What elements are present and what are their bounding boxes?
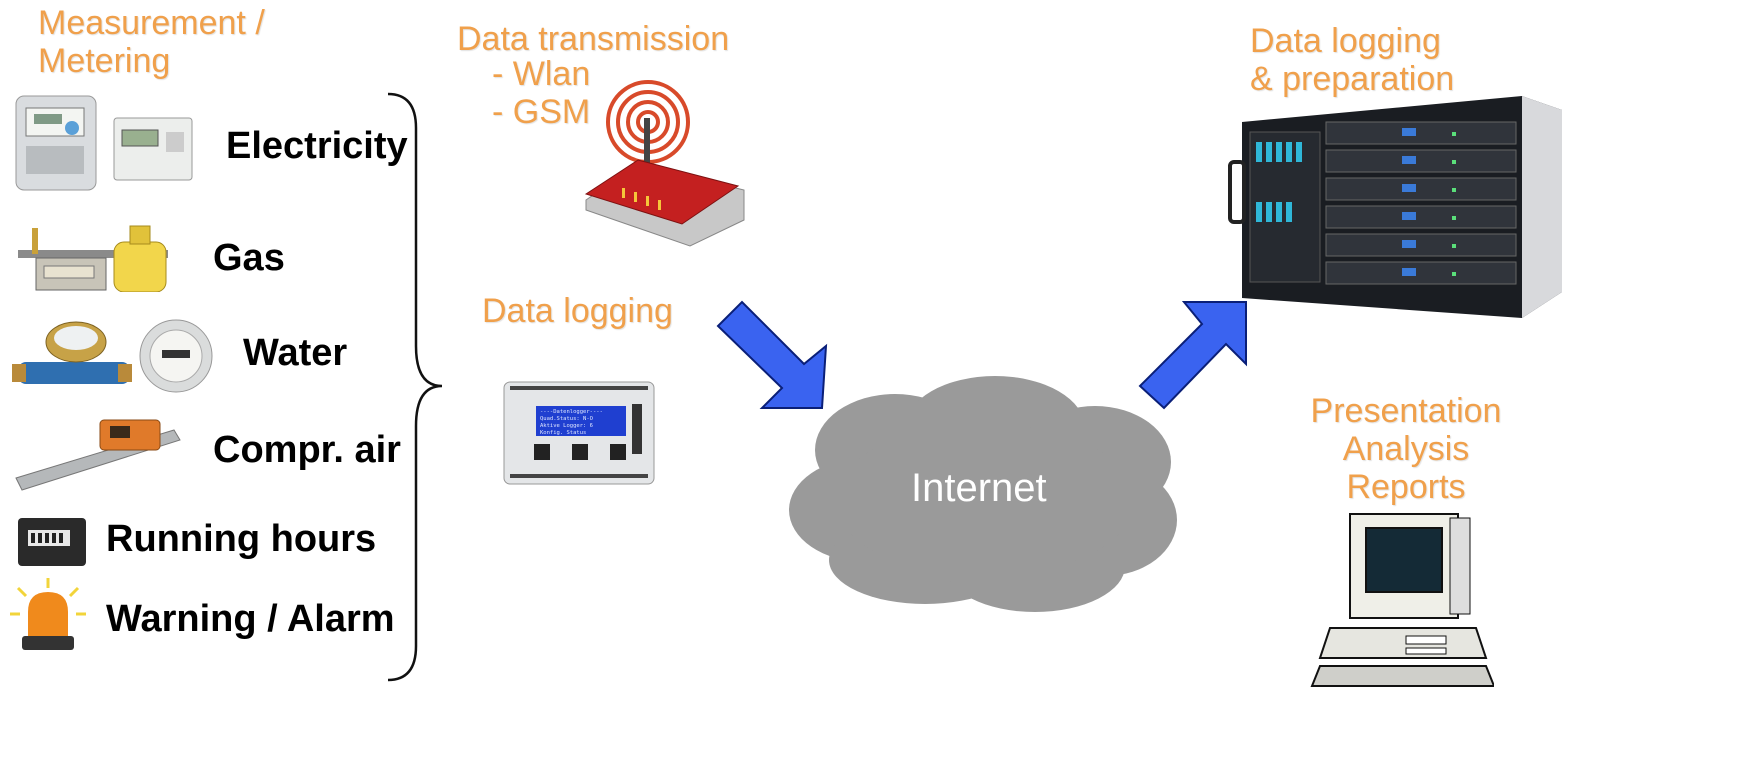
- data-logging-title: Data logging: [482, 292, 673, 330]
- data-logger-device-icon: ----Datenlogger---- Quad.Status: N-O Akt…: [503, 381, 655, 485]
- water-meter-icon: [12, 319, 213, 393]
- arrow-to-internet-icon: [716, 300, 828, 409]
- server-title: Data logging & preparation: [1250, 22, 1454, 98]
- measurement-title-line-2: Metering: [38, 42, 171, 80]
- desktop-computer-icon: [1310, 513, 1494, 687]
- logger-screen-line-3: Aktive Logger: 6: [540, 423, 593, 429]
- presentation-title-line-3: Reports: [1346, 468, 1466, 506]
- transmission-title: Data transmission: [457, 20, 730, 58]
- electricity-meter-icon: [15, 95, 193, 191]
- measurement-title: Measurement / Metering: [38, 4, 265, 80]
- presentation-title-line-2: Analysis: [1342, 430, 1470, 468]
- transmission-item-gsm: - GSM: [492, 93, 591, 131]
- server-title-line-1: Data logging: [1250, 22, 1441, 60]
- internet-cloud-icon: [789, 376, 1177, 612]
- warning-alarm-label: Warning / Alarm: [106, 598, 395, 640]
- compressed-air-meter-icon: [15, 419, 181, 491]
- transmission-list: - Wlan - GSM: [492, 55, 590, 131]
- presentation-title-line-1: Presentation: [1310, 392, 1502, 430]
- warning-beacon-icon: [10, 578, 86, 650]
- hour-counter-icon: [18, 518, 86, 566]
- transmission-item-wlan: - Wlan: [492, 55, 591, 93]
- logger-screen-line-2: Quad.Status: N-O: [540, 416, 593, 422]
- measurement-title-line-1: Measurement /: [38, 4, 265, 42]
- water-label: Water: [243, 332, 348, 374]
- server-title-line-2: & preparation: [1250, 60, 1455, 98]
- internet-label: Internet: [911, 466, 1047, 510]
- electricity-label: Electricity: [226, 125, 408, 167]
- logger-screen-line-4: Konfig. Status: [540, 430, 586, 436]
- wireless-router-icon: [584, 80, 745, 247]
- compressed-air-label: Compr. air: [213, 429, 401, 471]
- running-hours-label: Running hours: [106, 518, 377, 560]
- logger-screen-line-1: ----Datenlogger----: [540, 409, 603, 415]
- gas-meter-icon: [18, 225, 168, 292]
- grouping-brace: [387, 92, 443, 682]
- gas-label: Gas: [213, 237, 285, 279]
- arrow-to-server-icon: [1138, 301, 1247, 410]
- server-rack-icon: [1228, 96, 1562, 318]
- presentation-title: Presentation Analysis Reports: [1310, 392, 1502, 506]
